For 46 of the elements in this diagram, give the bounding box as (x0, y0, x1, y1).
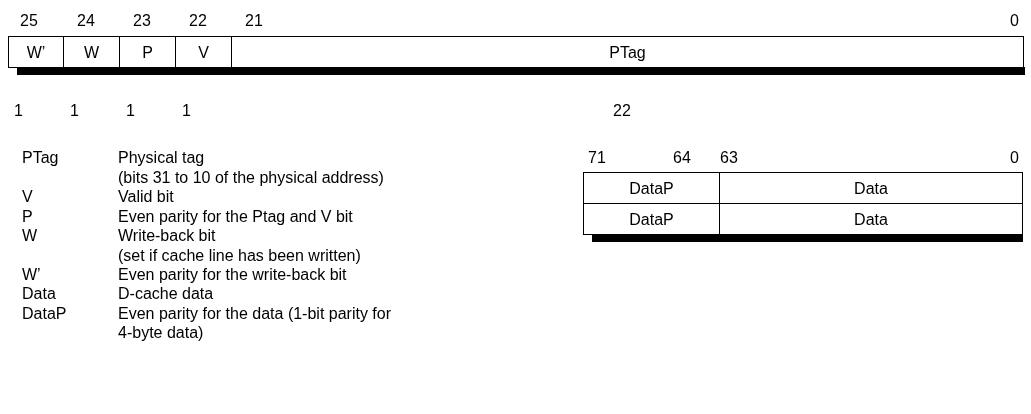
label-text: W’ (22, 265, 41, 284)
label-text: 25 (20, 11, 38, 30)
bit-field-cell (231, 36, 1024, 68)
field-name: V (198, 42, 209, 62)
field-name: PTag (609, 42, 646, 62)
label-text: (bits 31 to 10 of the physical address) (118, 168, 384, 187)
label-text: Even parity for the data (1-bit parity for 4-byte data) (118, 304, 392, 342)
label-text: W (22, 226, 38, 245)
bit-field-cell (719, 203, 1023, 235)
label-text: Even parity for the write-back bit (118, 265, 347, 284)
field-name: DataP (629, 209, 674, 229)
field-name: DataP (629, 178, 674, 198)
label-text: DataP (22, 304, 67, 323)
label-text: 63 (720, 148, 738, 167)
bit-field-cell (719, 172, 1023, 204)
label-text: D-cache data (118, 284, 214, 303)
label-text: Data (22, 284, 56, 303)
label-text: V (22, 187, 33, 206)
label-text: 22 (189, 11, 207, 30)
label-text: Write-back bit (118, 226, 216, 245)
field-name: W (83, 42, 100, 62)
label-text: 22 (613, 101, 631, 120)
label-text: 0 (1010, 11, 1019, 30)
label-text: Even parity for the Ptag and V bit (118, 207, 353, 226)
field-name: P (142, 42, 153, 62)
label-text: 1 (14, 101, 23, 120)
field-name: W’ (26, 42, 46, 62)
bit-field-cell (8, 36, 64, 68)
label-text: 1 (126, 101, 135, 120)
label-text: (set if cache line has been written) (118, 246, 361, 265)
label-text: 23 (133, 11, 151, 30)
label-text: 71 (588, 148, 606, 167)
label-text: 24 (77, 11, 95, 30)
label-text: 21 (245, 11, 263, 30)
field-name: Data (854, 178, 888, 198)
bit-field-cell (583, 172, 720, 204)
field-name: Data (854, 209, 888, 229)
label-text: Physical tag (118, 148, 205, 167)
bit-field-cell (583, 203, 720, 235)
label-text: P (22, 207, 33, 226)
label-text: 1 (182, 101, 191, 120)
label-text: 64 (673, 148, 691, 167)
label-text: 1 (70, 101, 79, 120)
label-text: Valid bit (118, 187, 174, 206)
label-text: PTag (22, 148, 59, 167)
label-text: 0 (1010, 148, 1019, 167)
